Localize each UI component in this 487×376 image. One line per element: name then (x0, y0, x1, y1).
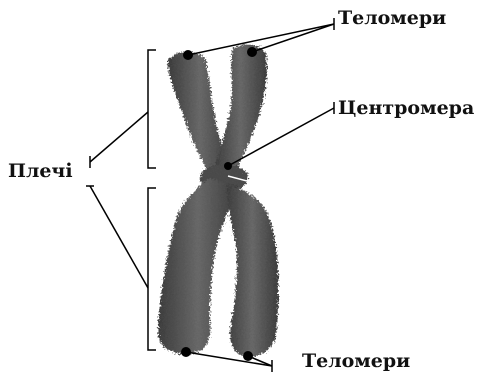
leader-lines-arms (86, 112, 148, 288)
chromatid-upper-right (214, 44, 267, 172)
label-arms: Плечі (8, 162, 73, 181)
leader-lines-telomeres-top (188, 18, 334, 55)
chromatid-lower-right (226, 184, 278, 357)
chromatid-lower-left (158, 178, 238, 354)
label-centromere: Центромера (338, 99, 474, 118)
arm-bracket-upper (148, 50, 156, 168)
label-telomeres-bottom: Теломери (302, 352, 410, 371)
label-telomeres-top: Теломери (338, 9, 446, 28)
arm-bracket-lower (148, 188, 156, 350)
chromosome (158, 44, 279, 356)
